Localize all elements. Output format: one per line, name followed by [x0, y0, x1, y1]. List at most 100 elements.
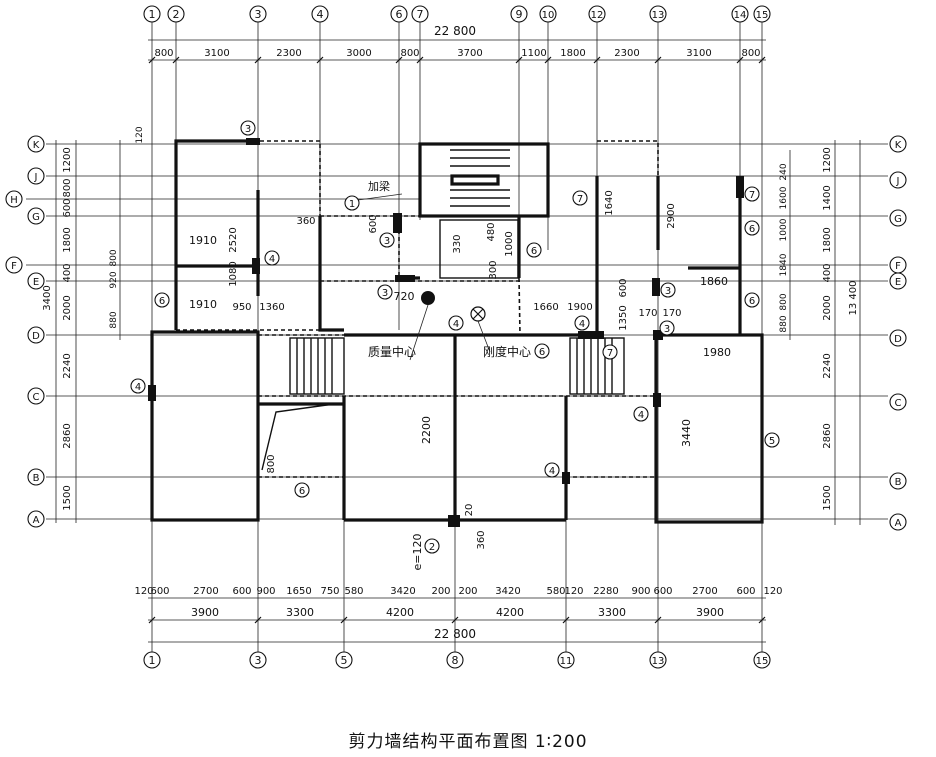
bottom-main-dim: 3900 — [191, 606, 219, 619]
svg-text:J: J — [896, 176, 900, 187]
row-bubble-left: G — [27, 207, 45, 225]
svg-text:900: 900 — [256, 586, 275, 597]
svg-text:1900: 1900 — [567, 302, 592, 313]
svg-text:4: 4 — [453, 319, 459, 330]
svg-text:H: H — [10, 195, 18, 206]
svg-text:13: 13 — [652, 10, 665, 21]
svg-text:1400: 1400 — [822, 185, 833, 210]
svg-text:K: K — [33, 140, 40, 151]
top-dim: 3000 — [346, 48, 371, 59]
svg-text:C: C — [895, 398, 902, 409]
svg-text:4: 4 — [549, 466, 555, 477]
svg-text:120: 120 — [134, 586, 153, 597]
right-row-bubbles: K J G F E D C B A — [889, 135, 907, 531]
svg-text:200: 200 — [458, 586, 477, 597]
svg-text:G: G — [894, 214, 902, 225]
svg-text:2200: 2200 — [420, 416, 433, 444]
svg-text:D: D — [32, 331, 40, 342]
top-dim: 3100 — [686, 48, 711, 59]
svg-text:360: 360 — [296, 216, 315, 227]
row-bubble-right: F — [889, 256, 907, 274]
svg-text:15: 15 — [756, 10, 769, 21]
svg-text:C: C — [33, 392, 40, 403]
svg-text:3: 3 — [255, 654, 262, 667]
row-bubble-left: A — [27, 510, 45, 528]
svg-text:2900: 2900 — [666, 203, 677, 228]
row-bubble-right: A — [889, 513, 907, 531]
right-dimensions: 1200 1400 1800 400 2000 13 400 2240 2860… — [779, 140, 861, 525]
svg-text:120: 120 — [763, 586, 782, 597]
svg-text:11: 11 — [560, 656, 573, 667]
svg-text:2700: 2700 — [193, 586, 218, 597]
bottom-main-dim: 4200 — [386, 606, 414, 619]
svg-text:2860: 2860 — [822, 423, 833, 448]
wall-tag: 3 — [659, 320, 675, 336]
svg-text:1600: 1600 — [779, 186, 789, 209]
top-dimensions: 22 800 800 3100 2300 3000 800 3700 1100 … — [148, 24, 766, 64]
top-dim: 3100 — [204, 48, 229, 59]
svg-text:7: 7 — [749, 190, 755, 201]
svg-text:480: 480 — [486, 222, 497, 241]
svg-text:800: 800 — [109, 249, 119, 266]
svg-text:600: 600 — [653, 586, 672, 597]
svg-text:800: 800 — [779, 293, 789, 310]
svg-text:800: 800 — [62, 178, 73, 197]
column-blocks — [148, 138, 744, 527]
vertical-grid-lines — [151, 22, 763, 660]
wall-tag: 4 — [574, 315, 590, 331]
top-dim: 3700 — [457, 48, 482, 59]
row-bubble-left: F — [5, 256, 23, 274]
svg-text:2520: 2520 — [228, 227, 239, 252]
svg-text:1000: 1000 — [779, 218, 789, 241]
svg-text:A: A — [33, 515, 40, 526]
svg-text:G: G — [32, 212, 40, 223]
svg-text:1800: 1800 — [822, 227, 833, 252]
svg-text:3420: 3420 — [495, 586, 520, 597]
wall-tag: 6 — [744, 292, 760, 308]
svg-text:880: 880 — [109, 311, 119, 328]
svg-text:2000: 2000 — [822, 295, 833, 320]
axis-bubble-top: 13 — [649, 5, 667, 23]
svg-text:400: 400 — [822, 263, 833, 282]
svg-text:4: 4 — [135, 382, 141, 393]
wall-tag: 3 — [660, 282, 676, 298]
svg-text:1910: 1910 — [189, 298, 217, 311]
svg-text:300: 300 — [488, 260, 499, 279]
svg-text:3: 3 — [245, 124, 251, 135]
wall-tag: 4 — [264, 250, 280, 266]
row-bubble-right: G — [889, 209, 907, 227]
stiffness-center-label: 刚度中心 — [483, 344, 531, 359]
svg-text:F: F — [895, 261, 901, 272]
axis-bubble-bottom: 5 — [335, 651, 353, 669]
svg-text:3: 3 — [255, 8, 262, 21]
row-bubble-right: D — [889, 329, 907, 347]
svg-text:6: 6 — [299, 486, 305, 497]
svg-text:5: 5 — [769, 436, 775, 447]
svg-text:9: 9 — [516, 8, 523, 21]
bottom-main-dim: 3300 — [598, 606, 626, 619]
row-bubble-right: K — [889, 135, 907, 153]
added-beam-label: 加梁 — [368, 179, 390, 193]
wall-tag: 7 — [602, 344, 618, 360]
centers: 质量中心 刚度中心 e=120 加梁 — [357, 179, 531, 570]
svg-text:1200: 1200 — [62, 147, 73, 172]
svg-text:880: 880 — [779, 315, 789, 332]
bottom-main-dim: 4200 — [496, 606, 524, 619]
svg-text:6: 6 — [749, 296, 755, 307]
svg-text:7: 7 — [577, 194, 583, 205]
svg-text:3: 3 — [665, 286, 671, 297]
row-bubble-right: B — [889, 472, 907, 490]
top-dim: 1800 — [560, 48, 585, 59]
svg-text:1980: 1980 — [703, 346, 731, 359]
axis-bubble-top: 9 — [510, 5, 528, 23]
wall-tag: 6 — [534, 343, 550, 359]
wall-tag: 6 — [154, 292, 170, 308]
svg-text:4: 4 — [638, 410, 644, 421]
svg-text:J: J — [34, 172, 38, 183]
svg-text:4: 4 — [269, 254, 275, 265]
svg-text:750: 750 — [320, 586, 339, 597]
wall-tag: 3 — [379, 232, 395, 248]
svg-text:1640: 1640 — [604, 190, 615, 215]
svg-text:1800: 1800 — [62, 227, 73, 252]
svg-text:170: 170 — [638, 308, 657, 319]
